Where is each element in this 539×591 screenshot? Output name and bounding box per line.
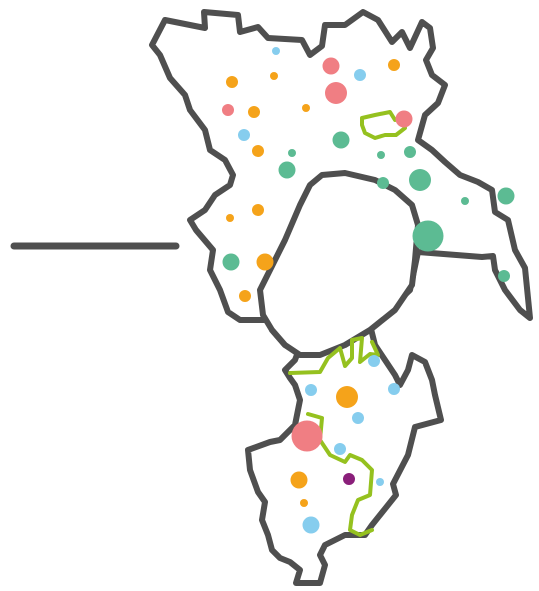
- marker-orange[interactable]: [290, 471, 308, 489]
- marker-teal[interactable]: [497, 187, 515, 205]
- marker-blue[interactable]: [354, 69, 366, 81]
- marker-orange[interactable]: [252, 145, 264, 157]
- marker-red[interactable]: [222, 104, 234, 116]
- marker-orange[interactable]: [336, 386, 358, 408]
- marker-teal[interactable]: [222, 253, 240, 271]
- marker-blue[interactable]: [368, 355, 380, 367]
- marker-blue[interactable]: [238, 129, 250, 141]
- marker-orange[interactable]: [300, 499, 308, 507]
- marker-teal[interactable]: [288, 149, 296, 157]
- marker-purple[interactable]: [343, 473, 355, 485]
- marker-blue[interactable]: [376, 478, 384, 486]
- marker-teal[interactable]: [377, 177, 389, 189]
- marker-orange[interactable]: [239, 290, 251, 302]
- marker-orange[interactable]: [302, 104, 310, 112]
- marker-orange[interactable]: [252, 204, 264, 216]
- marker-orange[interactable]: [248, 106, 260, 118]
- marker-orange[interactable]: [226, 76, 238, 88]
- marker-orange[interactable]: [388, 59, 400, 71]
- marker-red[interactable]: [291, 420, 323, 452]
- marker-teal[interactable]: [278, 161, 296, 179]
- marker-teal[interactable]: [412, 220, 444, 252]
- marker-orange[interactable]: [256, 253, 274, 271]
- boundary-green-south: [288, 336, 380, 537]
- marker-teal[interactable]: [498, 270, 510, 282]
- marker-red[interactable]: [322, 57, 340, 75]
- marker-blue[interactable]: [305, 384, 317, 396]
- marker-teal[interactable]: [409, 169, 431, 191]
- marker-teal[interactable]: [404, 146, 416, 158]
- marker-blue[interactable]: [388, 383, 400, 395]
- excluded-area-outline: [257, 170, 421, 358]
- marker-red[interactable]: [325, 82, 347, 104]
- marker-teal[interactable]: [461, 197, 469, 205]
- marker-layer: [222, 47, 515, 534]
- boundary-green-north: [360, 110, 407, 140]
- marker-blue[interactable]: [334, 443, 346, 455]
- marker-blue[interactable]: [352, 412, 364, 424]
- marker-blue[interactable]: [302, 516, 320, 534]
- marker-red[interactable]: [395, 110, 413, 128]
- marker-blue[interactable]: [272, 47, 280, 55]
- marker-teal[interactable]: [332, 131, 350, 149]
- marker-teal[interactable]: [377, 151, 385, 159]
- marker-orange[interactable]: [270, 72, 278, 80]
- marker-orange[interactable]: [226, 214, 234, 222]
